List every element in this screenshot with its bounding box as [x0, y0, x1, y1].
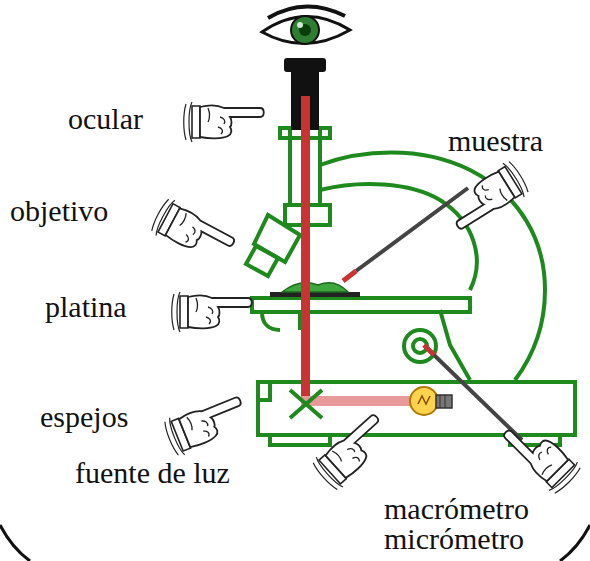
pointing-hand	[162, 391, 251, 458]
pointing-hand	[149, 196, 238, 269]
part-label: ocular	[68, 104, 143, 134]
light-beam	[301, 396, 411, 406]
light-beam	[301, 96, 310, 404]
mirror	[290, 390, 322, 418]
pointer-tip	[343, 271, 356, 281]
pointer-tip	[424, 345, 434, 355]
part-label: objetivo	[10, 196, 108, 226]
part-label: fuente de luz	[75, 458, 230, 488]
pointer	[434, 355, 522, 440]
pointing-hand	[498, 411, 583, 496]
part-label: macrómetro	[384, 494, 529, 524]
part-label: espejos	[40, 402, 128, 432]
pointing-hand	[172, 292, 252, 332]
pointing-hand	[310, 409, 396, 492]
part-label: platina	[45, 292, 127, 322]
pointing-hand	[184, 102, 264, 142]
pointing-hand	[442, 159, 531, 235]
part-label: micrómetro	[384, 524, 524, 554]
bulb	[410, 387, 452, 415]
part-label: muestra	[448, 126, 543, 156]
frame-corner	[560, 525, 590, 561]
sample	[282, 283, 348, 292]
eye	[262, 6, 350, 44]
pointer	[356, 188, 468, 271]
frame-corner	[0, 525, 30, 561]
microscope-body	[246, 128, 575, 445]
